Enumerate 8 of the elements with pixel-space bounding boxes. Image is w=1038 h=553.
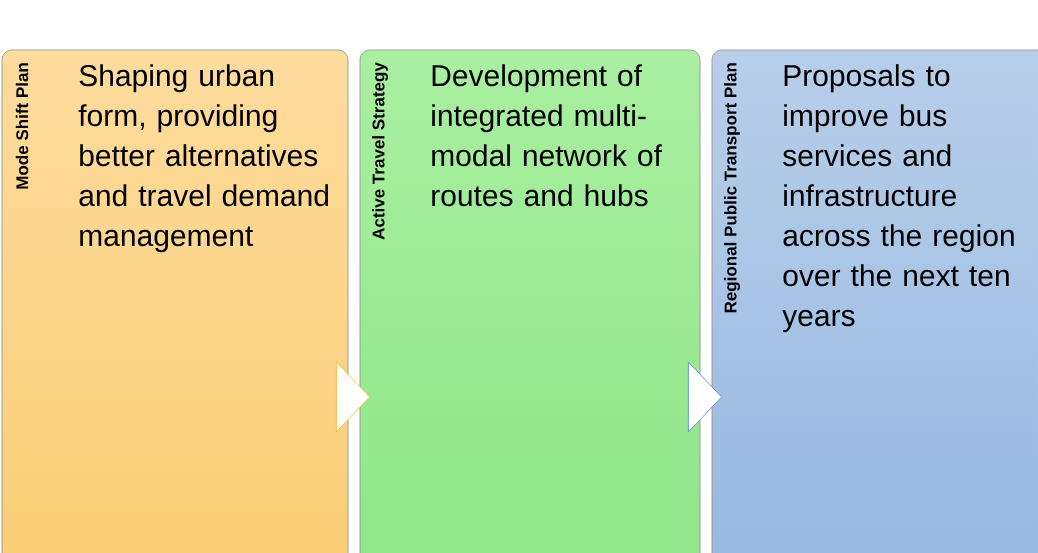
chevron-arrow <box>687 361 723 433</box>
body-text: Development of integrated multi-modal network of routes and hubs <box>432 64 662 207</box>
chevron-arrow <box>335 361 371 433</box>
body-text: Shaping urban form, providing better alternatives and travel demand management <box>78 64 329 253</box>
vertical-title: Mode Shift Plan <box>15 63 29 189</box>
vertical-title: Active Travel Strategy <box>372 62 388 240</box>
body-text: Proposals to improve bus services and infrastructure across the region over the next ten years <box>782 64 1014 333</box>
vertical-title: Regional Public Transport Plan <box>724 63 740 313</box>
